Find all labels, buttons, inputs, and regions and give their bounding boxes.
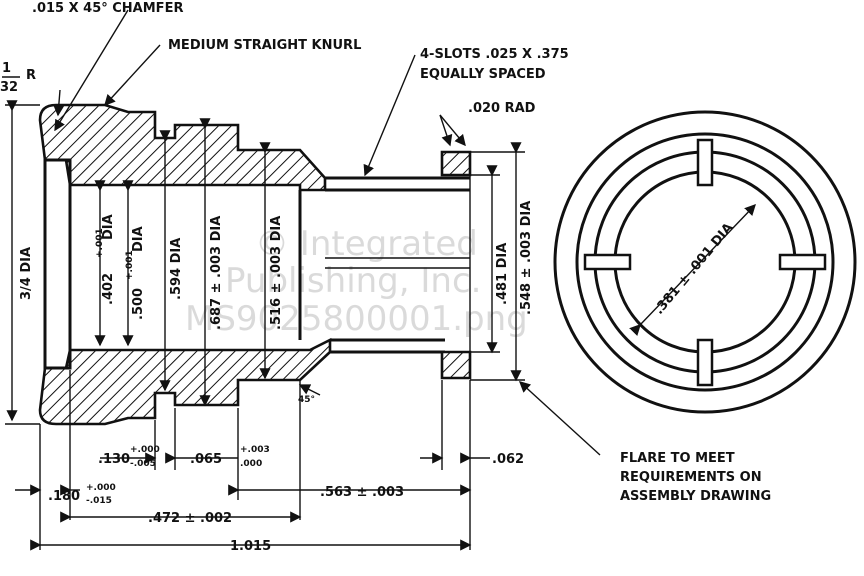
- dim-outer-dia: 3/4 DIA: [19, 247, 34, 300]
- dim-548: .548 ± .003 DIA: [519, 201, 534, 315]
- dim-065: .065: [190, 452, 222, 467]
- corner-radius-den: 32: [0, 80, 18, 95]
- dim-1015: 1.015: [230, 539, 271, 554]
- knurl-note: MEDIUM STRAIGHT KNURL: [168, 38, 361, 53]
- svg-text:MS9025800001.png: MS9025800001.png: [185, 299, 528, 339]
- slot-bottom: [696, 338, 714, 387]
- dim-516: .516 ± .003 DIA: [269, 216, 284, 330]
- dim-130-tol-dn: -.005: [130, 459, 156, 469]
- dimension-lines: [5, 9, 601, 551]
- dim-065-tol-dn: .000: [240, 459, 262, 469]
- angle-label: 45°: [298, 395, 315, 405]
- flare-note-line1: FLARE TO MEET: [620, 451, 735, 466]
- flare-note-line3: ASSEMBLY DRAWING: [620, 489, 771, 504]
- lower-wall-section: [38, 337, 332, 426]
- slot-left: [583, 253, 632, 271]
- chamfer-note: .015 X 45° CHAMFER: [32, 1, 183, 16]
- upper-wall-section: [38, 103, 327, 192]
- flare-top: [440, 150, 472, 177]
- slots-note-line1: 4-SLOTS .025 X .375: [420, 47, 569, 62]
- dim-481: .481 DIA: [495, 243, 510, 305]
- dim-402-tol: +.001: [95, 228, 105, 258]
- dim-402-suffix: DIA: [101, 214, 116, 240]
- dim-500-tol: +.001: [125, 250, 135, 280]
- corner-radius-num: 1: [2, 61, 11, 76]
- dim-563: .563 ± .003: [320, 485, 404, 500]
- dim-687: .687 ± .003 DIA: [209, 216, 224, 330]
- end-view: [553, 110, 857, 414]
- dim-180: .180: [48, 489, 80, 504]
- dim-130: .130: [98, 452, 130, 467]
- slots-note-line2: EQUALLY SPACED: [420, 67, 546, 82]
- flare-note-line2: REQUIREMENTS ON: [620, 470, 762, 485]
- flare-bottom: [440, 350, 472, 380]
- dim-472: .472 ± .002: [148, 511, 232, 526]
- slot-right: [778, 253, 827, 271]
- dim-130-tol-up: +.000: [130, 445, 160, 455]
- dim-500: .500: [131, 288, 146, 320]
- dim-065-tol-up: +.003: [240, 445, 270, 455]
- slot-top: [696, 138, 714, 187]
- dim-402: .402: [101, 273, 116, 305]
- dim-500-suffix: DIA: [131, 226, 146, 252]
- dim-381: .381 ± .001 DIA: [652, 220, 737, 317]
- section-view: [38, 103, 472, 426]
- front-lip: [43, 158, 72, 370]
- dim-594: .594 DIA: [169, 238, 184, 300]
- corner-radius-suffix: R: [26, 68, 36, 83]
- rad-note: .020 RAD: [468, 101, 536, 116]
- svg-text:Publishing, Inc.: Publishing, Inc.: [225, 261, 481, 301]
- dim-180-tol-up: +.000: [86, 483, 116, 493]
- dim-062: .062: [492, 452, 524, 467]
- watermark: © Integrated Publishing, Inc. MS90258000…: [185, 224, 528, 339]
- dim-180-tol-dn: -.015: [86, 496, 112, 506]
